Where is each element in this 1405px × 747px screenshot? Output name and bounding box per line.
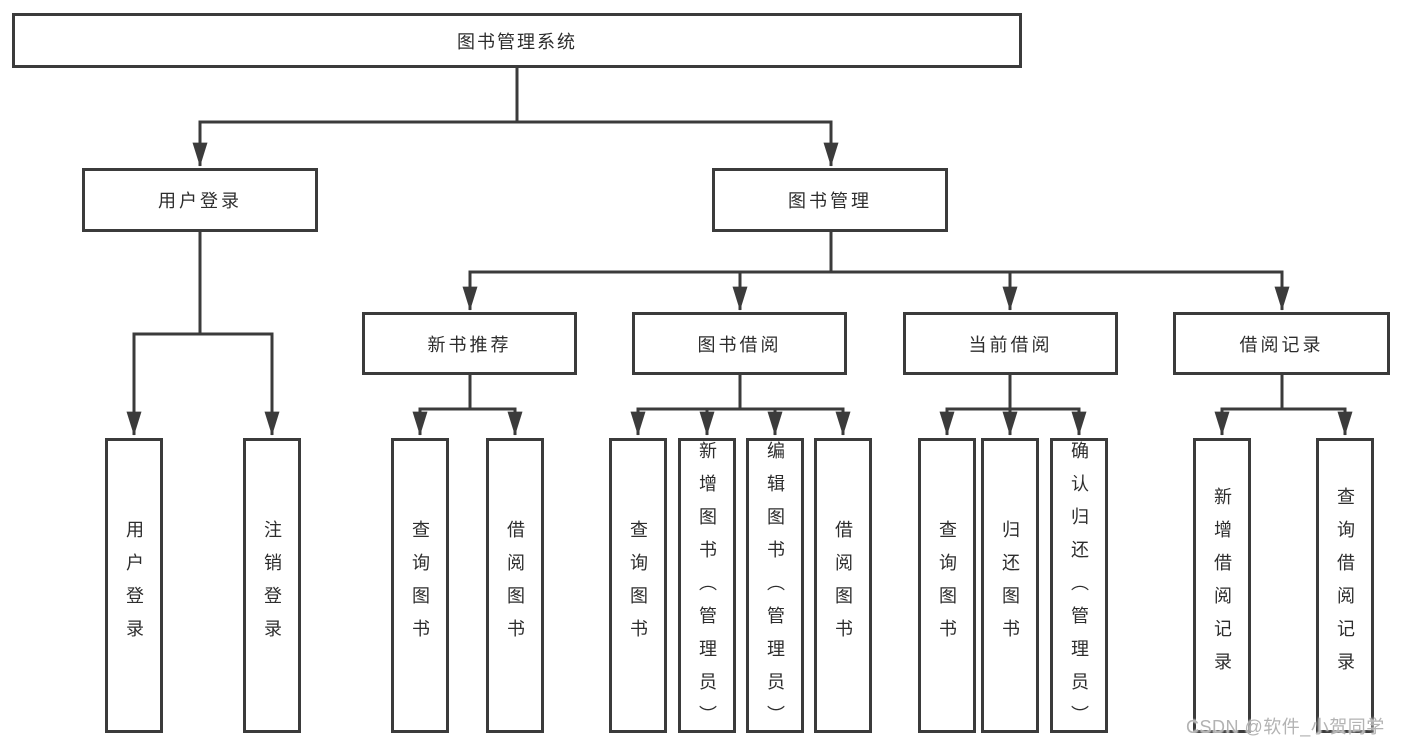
leaf-confirm-return-admin: 确认归还（管理员） [1050, 438, 1108, 738]
node-label: 归还图书 [1000, 519, 1020, 652]
leaf-query-borrow-record: 查询借阅记录 [1316, 438, 1374, 733]
node-label: 借阅图书 [833, 519, 853, 652]
node-library-management-system: 图书管理系统 [12, 13, 1022, 68]
leaf-user-login: 用户登录 [105, 438, 163, 733]
node-label: 查询图书 [937, 519, 957, 652]
node-current-borrow: 当前借阅 [903, 312, 1118, 375]
node-label: 图书管理 [788, 191, 872, 211]
leaf-query-books-current: 查询图书 [918, 438, 976, 733]
connector-new-book-split [412, 374, 523, 436]
node-label: 注销登录 [262, 519, 282, 652]
connector-book-borrow-split [630, 374, 851, 436]
node-book-management: 图书管理 [712, 168, 948, 232]
leaf-logout: 注销登录 [243, 438, 301, 733]
node-label: 查询图书 [410, 519, 430, 652]
leaf-return-book: 归还图书 [981, 438, 1039, 733]
node-label: 新书推荐 [427, 334, 512, 355]
leaf-borrow-books-recommend: 借阅图书 [486, 438, 544, 733]
leaf-add-book-admin: 新增图书（管理员） [678, 438, 736, 738]
node-label: 用户登录 [158, 191, 242, 211]
leaf-query-books-borrow: 查询图书 [609, 438, 667, 733]
node-label: 图书管理系统 [457, 31, 577, 52]
leaf-add-borrow-record: 新增借阅记录 [1193, 438, 1251, 733]
connector-current-borrow-split [939, 374, 1087, 436]
node-label: 新增借阅记录 [1212, 486, 1232, 685]
node-label: 借阅图书 [505, 519, 525, 652]
node-label: 查询图书 [628, 519, 648, 652]
connector-book-management-split [462, 231, 1290, 311]
node-label: 查询借阅记录 [1335, 486, 1355, 685]
connector-user-login-split [126, 231, 280, 436]
node-label: 用户登录 [124, 519, 144, 652]
node-book-borrow: 图书借阅 [632, 312, 847, 375]
connector-root-split [192, 66, 839, 167]
node-label: 确认归还（管理员） [1069, 441, 1089, 738]
connector-borrow-records-split [1214, 374, 1353, 436]
node-label: 借阅记录 [1239, 334, 1324, 355]
node-new-book-recommend: 新书推荐 [362, 312, 577, 375]
node-label: 新增图书（管理员） [697, 441, 717, 738]
node-borrow-records: 借阅记录 [1173, 312, 1390, 375]
node-label: 当前借阅 [968, 334, 1053, 355]
node-label: 编辑图书（管理员） [765, 441, 785, 738]
leaf-query-books-recommend: 查询图书 [391, 438, 449, 733]
leaf-borrow-books: 借阅图书 [814, 438, 872, 733]
node-label: 图书借阅 [697, 334, 782, 355]
leaf-edit-book-admin: 编辑图书（管理员） [746, 438, 804, 738]
node-user-login: 用户登录 [82, 168, 318, 232]
watermark: CSDN @软件_小贺同学 [1186, 717, 1385, 737]
